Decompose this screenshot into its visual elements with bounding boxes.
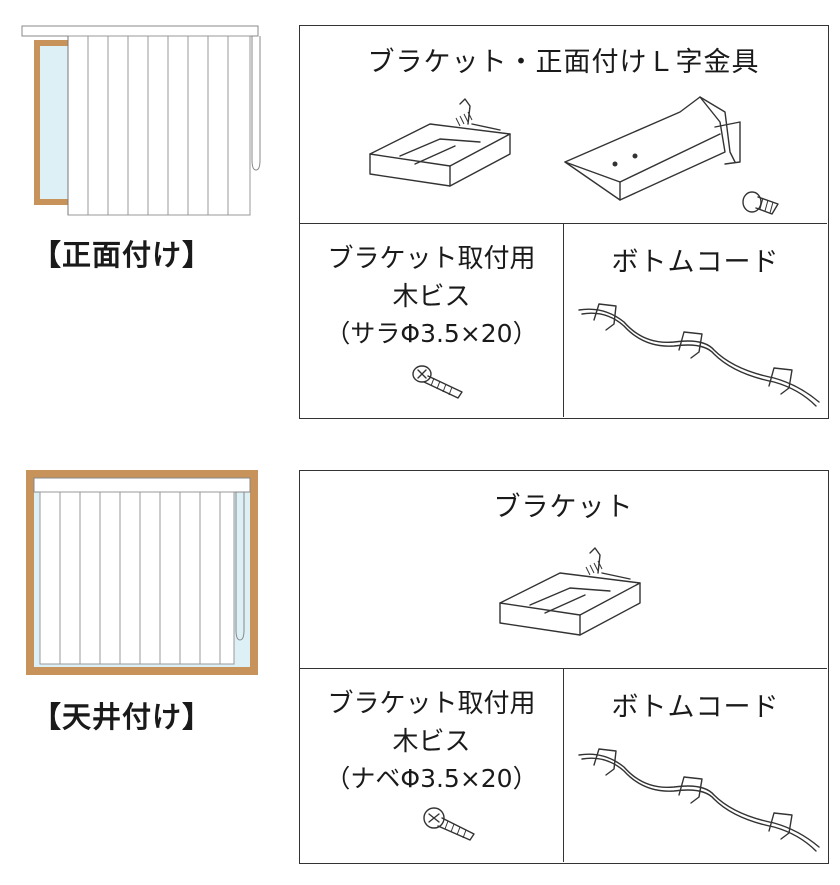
bracket-icon [369, 98, 511, 187]
front-mount-cord-cell: ボトムコード [564, 224, 827, 417]
flat-head-screw-icon [412, 365, 463, 399]
front-mount-blind-illustration [21, 25, 261, 216]
screw-title: ブラケット取付用 [327, 689, 536, 719]
screw-subtitle: 木ビス [392, 727, 471, 757]
head-rail [21, 25, 259, 37]
cord-title: ボトムコード [611, 247, 780, 278]
ceiling-mount-screw-cell: ブラケット取付用 木ビス （ナベΦ3.5×20） [300, 669, 564, 862]
ceiling-mount-blind-illustration [26, 470, 258, 675]
ceiling-mount-cord-cell: ボトムコード [564, 669, 827, 862]
bottom-cord-icon [578, 748, 820, 852]
front-mount-parts-table: ブラケット・正面付けＬ字金具 [299, 25, 829, 419]
ceiling-mount-bracket-title: ブラケット [493, 492, 634, 523]
screw-spec: （ナベΦ3.5×20） [325, 764, 538, 793]
ceiling-mount-caption: 【天井付け】 [32, 700, 213, 734]
bracket-icon [499, 547, 641, 636]
front-mount-caption: 【正面付け】 [32, 238, 213, 272]
bottom-cord-icon [578, 303, 820, 407]
front-mount-bracket-cell: ブラケット・正面付けＬ字金具 [300, 26, 827, 224]
screw-spec: （サラΦ3.5×20） [325, 319, 538, 348]
front-mount-bracket-title: ブラケット・正面付けＬ字金具 [367, 47, 760, 78]
screw-subtitle: 木ビス [392, 282, 471, 312]
l-bracket-icon [564, 96, 779, 215]
ceiling-mount-parts-table: ブラケット ブラケット取付用 木ビス （ナベΦ3.5×20） [299, 470, 829, 864]
ceiling-mount-bracket-cell: ブラケット [300, 471, 827, 669]
cord-title: ボトムコード [611, 692, 780, 723]
head-rail [33, 477, 251, 493]
front-mount-screw-cell: ブラケット取付用 木ビス （サラΦ3.5×20） [300, 224, 564, 417]
pan-head-screw-icon [423, 807, 475, 841]
screw-title: ブラケット取付用 [327, 244, 536, 274]
